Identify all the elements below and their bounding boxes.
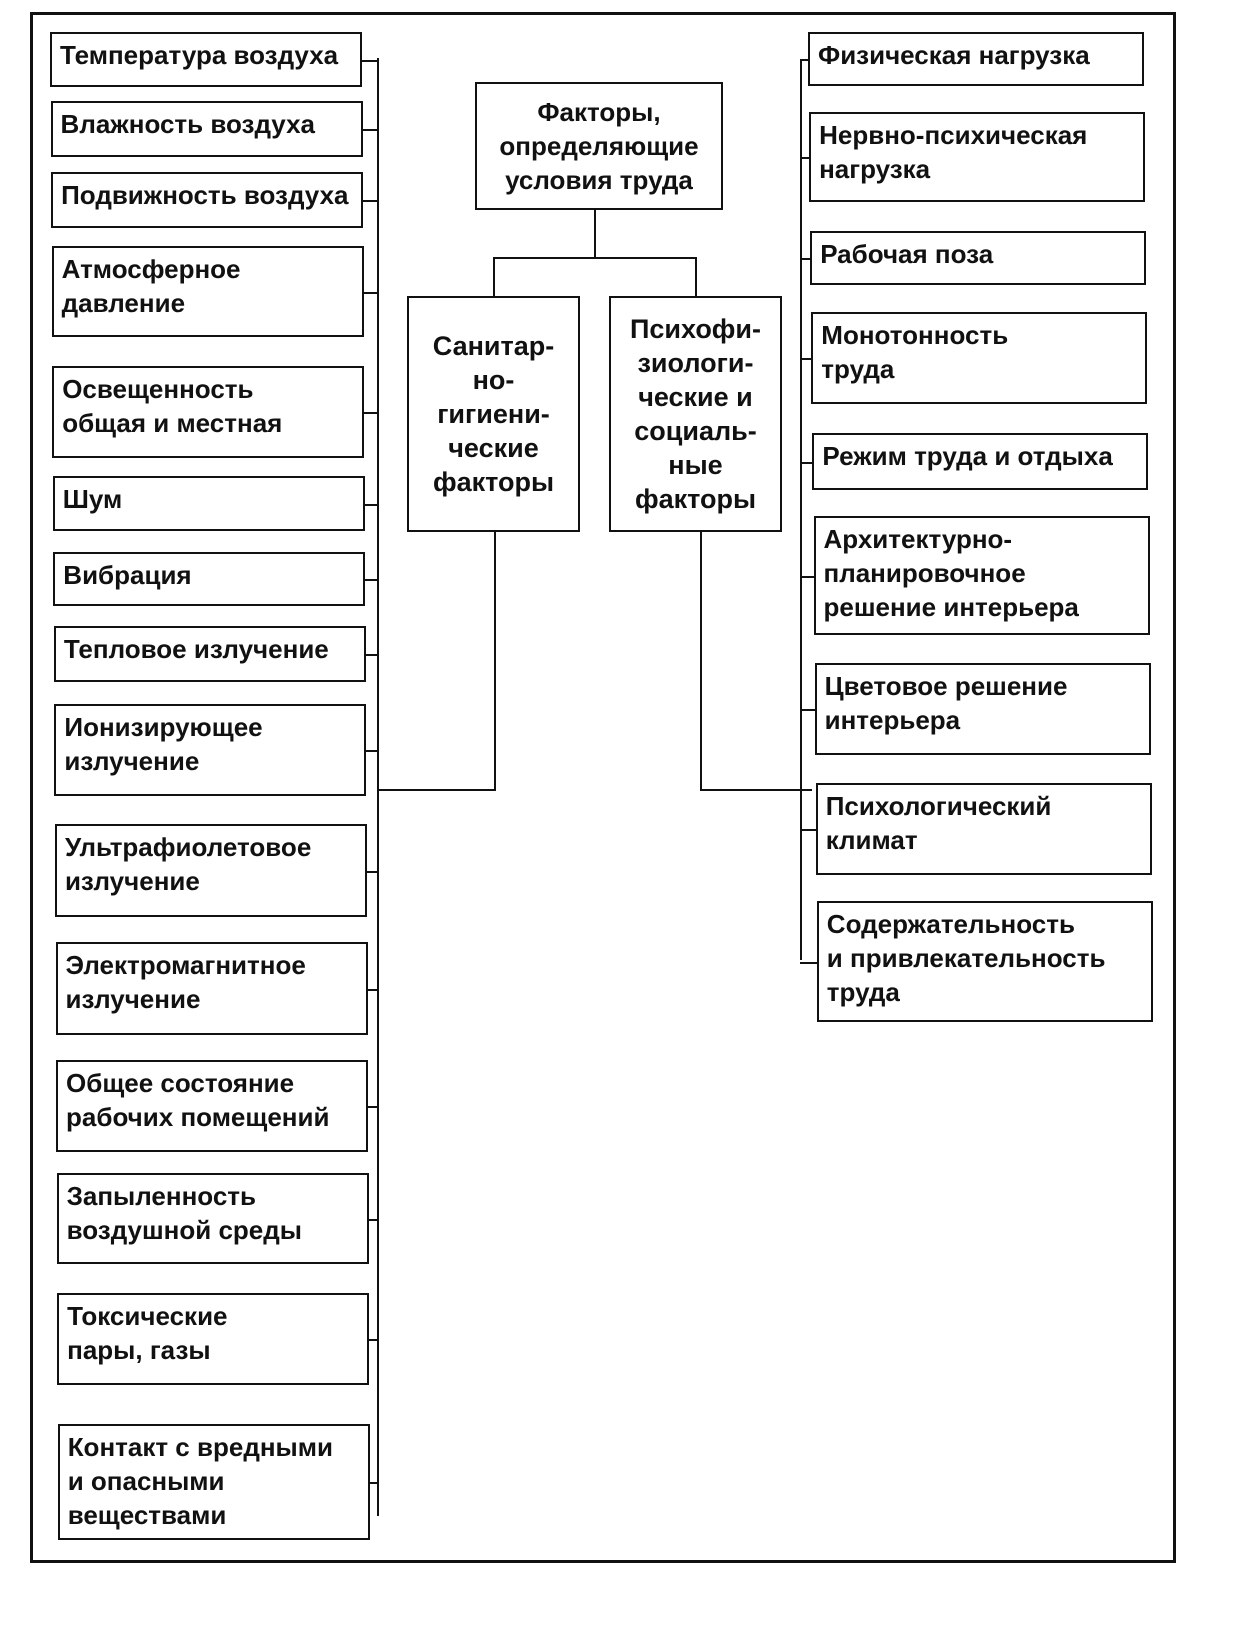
- connector: [365, 654, 378, 656]
- left-item: Тепловое излучение: [53, 626, 366, 682]
- left-item: Атмосферное давление: [51, 246, 364, 337]
- right-item: Физическая нагрузка: [808, 32, 1144, 86]
- connector: [363, 200, 378, 202]
- connector: [695, 257, 697, 296]
- left-item: Температура воздуха: [50, 32, 362, 87]
- connector: [366, 870, 378, 873]
- connector: [362, 129, 378, 131]
- right-item: Рабочая поза: [810, 231, 1147, 285]
- left-item: Ультрафиолетовое излучение: [54, 824, 367, 917]
- left-item: Контакт с вредными и опасными веществами: [57, 1424, 370, 1540]
- connector: [700, 532, 702, 790]
- right-item: Содержательность и привлекательность тру…: [816, 901, 1153, 1022]
- connector: [365, 579, 378, 581]
- right-item: Нервно-психическая нагрузка: [809, 112, 1146, 202]
- right-bus: [800, 60, 802, 960]
- right-item: Цветовое решение интерьера: [814, 663, 1151, 755]
- connector: [364, 412, 378, 414]
- left-item: Влажность воздуха: [50, 101, 363, 157]
- psycho-group-node: Психофи- зиологи- ческие и социаль- ные …: [609, 296, 782, 532]
- connector: [369, 1482, 378, 1484]
- right-item: Монотонность труда: [811, 312, 1148, 404]
- right-item: Режим труда и отдыха: [812, 433, 1149, 490]
- connector: [800, 961, 817, 964]
- connector: [362, 59, 378, 62]
- connector: [494, 532, 496, 790]
- connector: [800, 461, 813, 464]
- connector: [800, 157, 810, 159]
- connector: [800, 258, 811, 260]
- left-item: Подвижность воздуха: [51, 172, 364, 228]
- connector: [378, 789, 496, 791]
- connector: [368, 1106, 378, 1108]
- connector: [367, 988, 378, 991]
- connector: [800, 829, 816, 831]
- connector: [363, 291, 378, 294]
- connector: [800, 59, 808, 61]
- connector: [493, 257, 495, 296]
- left-item: Токсические пары, газы: [57, 1293, 370, 1385]
- left-item: Шум: [52, 476, 365, 531]
- left-item: Ионизирующее излучение: [54, 704, 367, 796]
- connector: [368, 1218, 378, 1221]
- sanitary-group-node: Санитар- но- гигиени- ческие факторы: [407, 296, 580, 532]
- left-bus: [377, 58, 379, 1516]
- connector: [366, 750, 378, 752]
- connector: [700, 789, 812, 791]
- connector: [800, 358, 812, 360]
- root-node: Факторы, определяющие условия труда: [475, 82, 723, 210]
- left-item: Запыленность воздушной среды: [56, 1173, 369, 1264]
- right-item: Архитектурно- планировочное решение инте…: [813, 516, 1150, 635]
- connector: [369, 1339, 378, 1341]
- connector: [594, 210, 596, 258]
- connector: [800, 709, 815, 711]
- connector: [364, 503, 378, 506]
- connector: [493, 257, 697, 259]
- left-item: Общее состояние рабочих помещений: [56, 1060, 369, 1152]
- left-item: Вибрация: [53, 552, 366, 606]
- right-item: Психологический климат: [815, 783, 1152, 875]
- left-item: Электромагнитное излучение: [55, 942, 368, 1035]
- diagram-frame: [30, 12, 1176, 1563]
- left-item: Освещенность общая и местная: [52, 366, 365, 458]
- connector: [800, 575, 814, 578]
